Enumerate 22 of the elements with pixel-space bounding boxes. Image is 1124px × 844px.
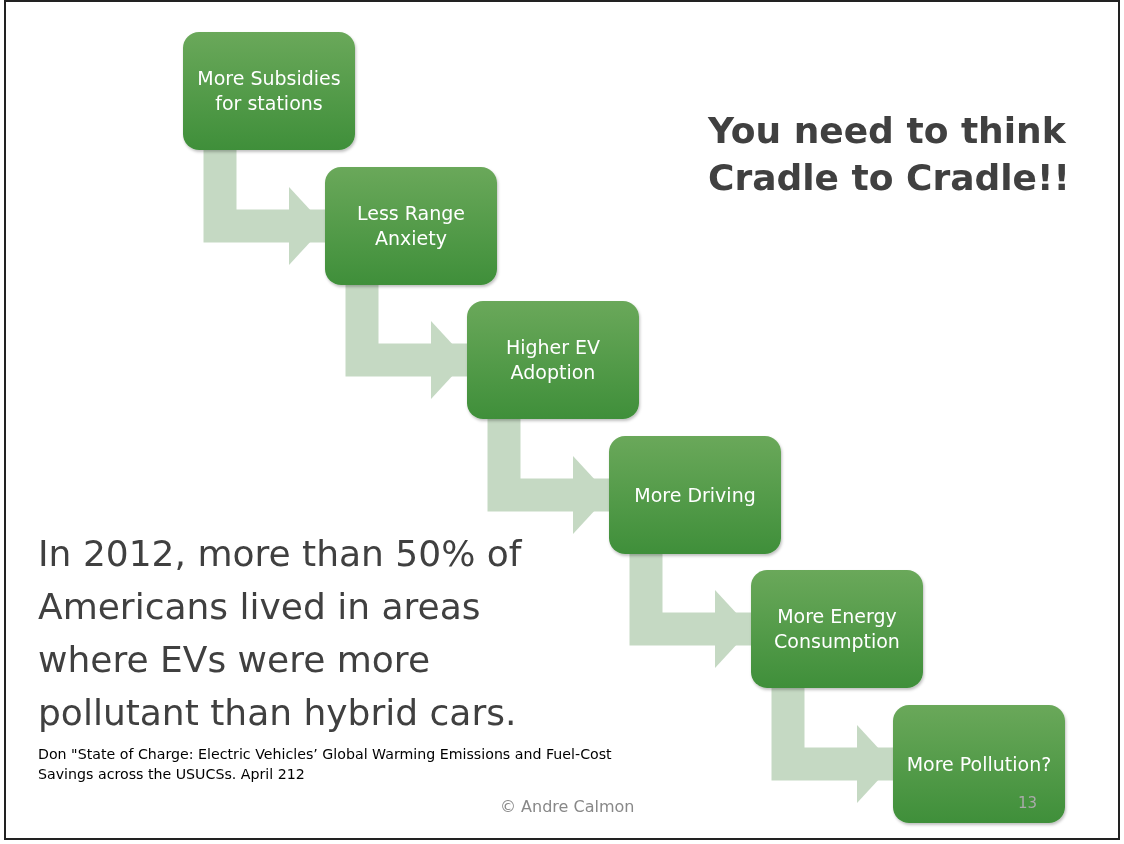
process-box xyxy=(467,301,639,419)
box-label: More Driving xyxy=(634,482,756,508)
process-box xyxy=(751,570,923,688)
page-number: 13 xyxy=(1018,794,1038,812)
box-label: Less Range Anxiety xyxy=(356,201,466,251)
bent-arrow xyxy=(345,285,467,399)
process-box xyxy=(183,32,355,150)
statement-text: In 2012, more than 50% of Americans lived in areas where EVs were more pollutant than hybrid cars. xyxy=(38,532,523,735)
bent-arrow xyxy=(487,419,609,534)
bent-arrow xyxy=(771,688,893,803)
box-label: More Energy Consumption xyxy=(773,604,901,654)
bent-arrow xyxy=(203,150,325,265)
box-label: More Subsidies for stations xyxy=(196,66,342,116)
process-box xyxy=(325,167,497,285)
process-box xyxy=(893,705,1065,823)
title: You need to think Cradle to Cradle!! xyxy=(708,109,1071,200)
copyright-text: © Andre Calmon xyxy=(500,797,635,817)
bent-arrow xyxy=(629,554,751,668)
process-box xyxy=(609,436,781,554)
box-label: More Pollution? xyxy=(906,751,1052,777)
citation-text: Don "State of Charge: Electric Vehicles’ Global Warming Emissions and Fuel-Cost Savings across the USUCSs. April 212 xyxy=(38,745,613,784)
box-label: Higher EV Adoption xyxy=(504,335,602,385)
